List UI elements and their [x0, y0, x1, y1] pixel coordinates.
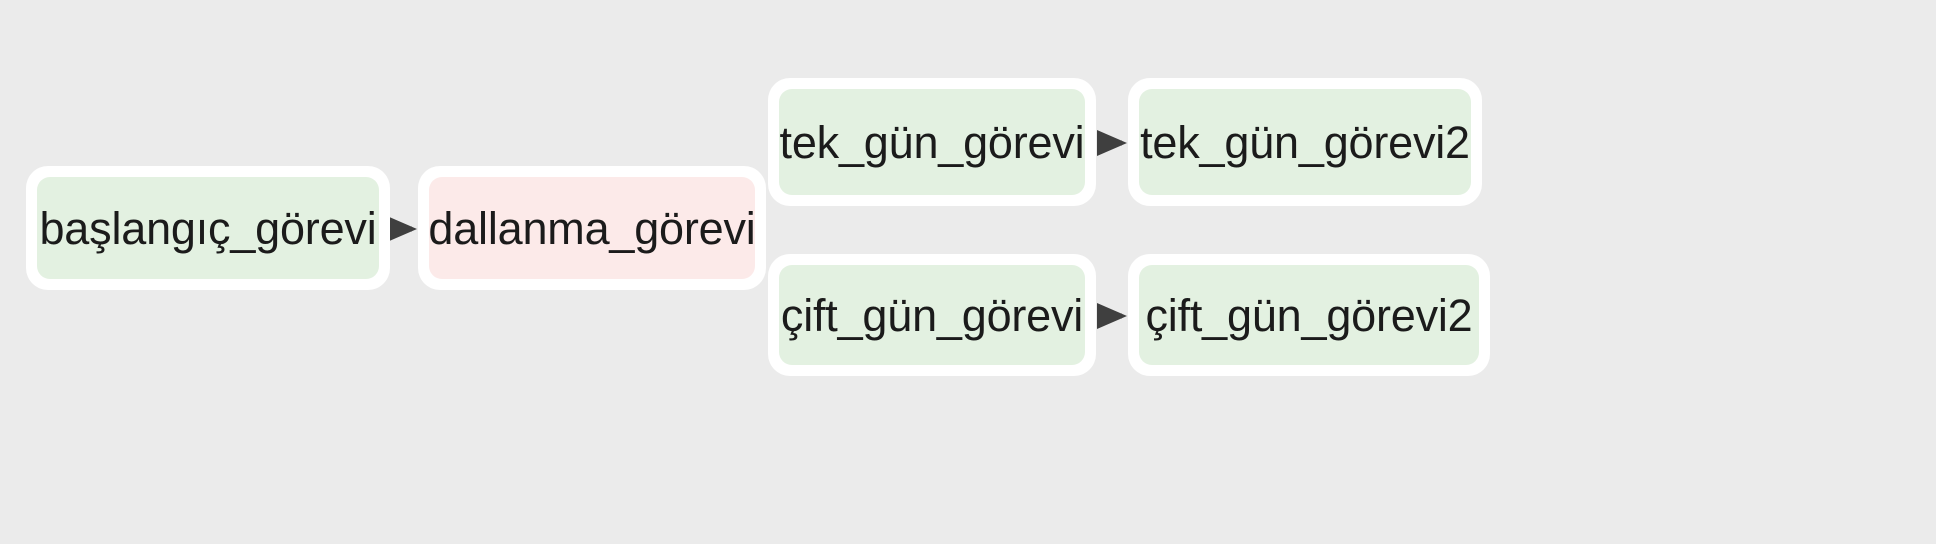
- node-tek-gun-gorevi-body: tek_gün_görevi: [779, 89, 1085, 195]
- node-tek-gun-gorevi2[interactable]: tek_gün_görevi2: [1128, 78, 1482, 206]
- node-tek-gun-gorevi2-body: tek_gün_görevi2: [1139, 89, 1471, 195]
- node-dallanma-gorevi-body: dallanma_görevi: [428, 177, 756, 279]
- node-dallanma-gorevi[interactable]: dallanma_görevi: [418, 166, 766, 290]
- node-label: çift_gün_görevi2: [1145, 289, 1473, 341]
- node-label: dallanma_görevi: [428, 202, 756, 254]
- node-label: başlangıç_görevi: [39, 202, 377, 254]
- node-label: tek_gün_görevi: [779, 116, 1085, 168]
- node-baslangic-gorevi-body: başlangıç_görevi: [37, 177, 379, 279]
- node-cift-gun-gorevi-body: çift_gün_görevi: [779, 265, 1085, 365]
- node-cift-gun-gorevi2-body: çift_gün_görevi2: [1139, 265, 1479, 365]
- node-cift-gun-gorevi2[interactable]: çift_gün_görevi2: [1128, 254, 1490, 376]
- node-baslangic-gorevi[interactable]: başlangıç_görevi: [26, 166, 390, 290]
- node-label: tek_gün_görevi2: [1140, 116, 1470, 168]
- node-cift-gun-gorevi[interactable]: çift_gün_görevi: [768, 254, 1096, 376]
- node-tek-gun-gorevi[interactable]: tek_gün_görevi: [768, 78, 1096, 206]
- node-label: çift_gün_görevi: [780, 289, 1084, 341]
